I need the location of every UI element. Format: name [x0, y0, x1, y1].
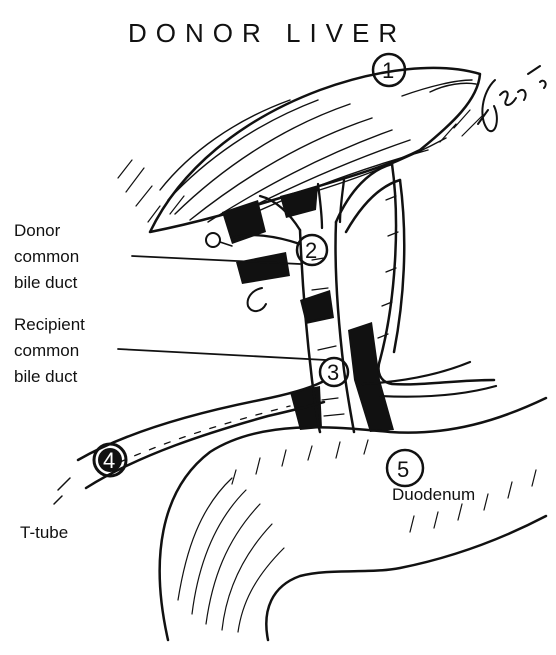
- donor-duct-label: Donor common bile duct: [14, 221, 79, 292]
- marker-2-label: 2: [305, 238, 317, 263]
- recipient-duct-leader: [118, 349, 326, 360]
- artist-signature: [478, 66, 546, 131]
- marker-3-label: 3: [327, 360, 339, 385]
- t-tube-label: T-tube: [20, 523, 68, 542]
- t-tube: [54, 382, 324, 504]
- marker-5-label: 5: [397, 457, 409, 482]
- svg-text:Recipient: Recipient: [14, 315, 85, 334]
- svg-text:common: common: [14, 341, 79, 360]
- duodenum: [160, 398, 546, 640]
- svg-text:bile duct: bile duct: [14, 367, 78, 386]
- marker-1-label: 1: [382, 58, 394, 83]
- marker-5: 5: [387, 450, 423, 486]
- biliary-tree: [206, 164, 496, 432]
- marker-4-label: 4: [103, 448, 115, 473]
- duodenum-label: Duodenum: [392, 485, 475, 504]
- diagram-title: DONOR LIVER: [128, 18, 406, 48]
- recipient-duct-label: Recipient common bile duct: [14, 315, 85, 386]
- svg-text:bile duct: bile duct: [14, 273, 78, 292]
- svg-text:common: common: [14, 247, 79, 266]
- svg-text:Donor: Donor: [14, 221, 61, 240]
- marker-4: 4: [94, 444, 126, 476]
